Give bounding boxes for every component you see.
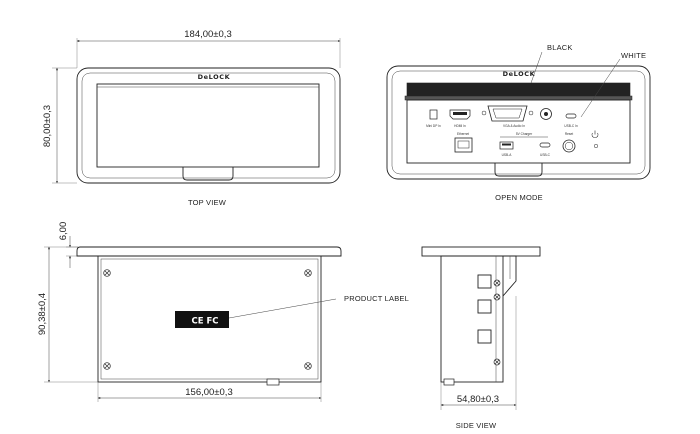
vga-audio-label: VGA & Audio In [503,124,525,128]
side-bracket [502,255,517,297]
side-view: 54,80±0,3 SIDE VIEW [421,246,541,430]
brand-logo-open: DeLOCK [503,70,536,78]
callout-black-leader [530,51,543,84]
top-view-caption: TOP VIEW [188,198,227,207]
side-bottom-clip [443,378,455,386]
hdmi-label: HDMI In [454,124,466,128]
front-body [97,255,322,383]
top-view: 184,00±0,3 80,00±0,3 DeLOCK TOP VIEW [42,29,341,207]
side-flange [421,246,541,257]
mini-dp-port [429,109,438,120]
usb-c-charger-label: USB-C [540,153,551,157]
screw-icon [493,293,501,301]
vga-screw-right [528,110,534,116]
screw-icon [304,362,312,370]
vga-port-inner [492,108,523,119]
side-window-3 [477,329,492,344]
product-label [175,311,229,328]
front-body-inner [100,258,319,380]
screw-icon [304,269,312,277]
usb-a-label: USB-A [502,153,513,157]
top-lid-handle [182,167,234,181]
open-lid-edge [404,95,633,101]
product-label-marks: CE FC [191,317,218,327]
product-label-leader [228,298,337,319]
ethernet-port-inner [457,140,470,149]
top-height-dimension: 80,00±0,3 [42,105,53,147]
hdmi-port-contacts [453,112,467,115]
usb-c-in-label: USB-C In [564,124,578,128]
screw-icon [493,279,501,287]
side-window-2 [477,299,492,314]
mini-dp-label: Mini DP In [426,124,441,128]
audio-jack-center [544,112,548,116]
usb-c-charger-port [539,142,551,148]
vga-screw-left [481,110,487,116]
open-mode-view: DeLOCK Mini DP In HDMI In VGA & Audio In… [386,43,651,202]
front-flange [76,246,342,257]
top-lid [96,83,320,168]
callout-white-leader [580,58,621,118]
front-bottom-clip [266,378,280,386]
open-lid-handle [494,163,543,177]
ethernet-label: Ethernet [457,132,469,136]
flange-dimension: 6,00 [58,222,69,241]
ethernet-port [454,137,473,153]
open-mode-caption: OPEN MODE [495,193,543,202]
callout-black: BLACK [547,43,573,52]
power-icon [591,130,599,138]
usb-a-port-tongue [502,143,511,146]
open-lid-strip [406,82,631,98]
screw-icon [103,362,111,370]
reset-label: Reset [565,132,573,136]
usb-c-in-port [565,113,577,119]
top-width-dimension: 184,00±0,3 [184,29,231,40]
brand-logo-top: DeLOCK [198,73,231,81]
port-panel [406,99,631,164]
top-outer-frame [76,67,341,184]
vga-port [487,105,528,122]
product-label-callout: PRODUCT LABEL [344,294,409,303]
reset-button [562,139,576,153]
side-window-1 [477,274,492,289]
charger-label: 5V Charger [516,132,533,136]
reset-button-inner [564,141,574,151]
open-outer-frame [386,65,651,180]
side-body [440,255,504,383]
power-led [593,143,599,149]
front-view: 6,00 90,38±0,4 CE FC PROD [37,222,409,402]
screw-icon [493,358,501,366]
open-inner-frame [391,70,646,175]
callout-white: WHITE [621,51,646,60]
side-view-caption: SIDE VIEW [456,421,497,430]
top-inner-frame [81,72,336,179]
screw-icon [103,269,111,277]
front-width-dimension: 156,00±0,3 [185,387,232,398]
side-width-dimension: 54,80±0,3 [457,394,499,405]
front-height-dimension: 90,38±0,4 [37,293,48,335]
